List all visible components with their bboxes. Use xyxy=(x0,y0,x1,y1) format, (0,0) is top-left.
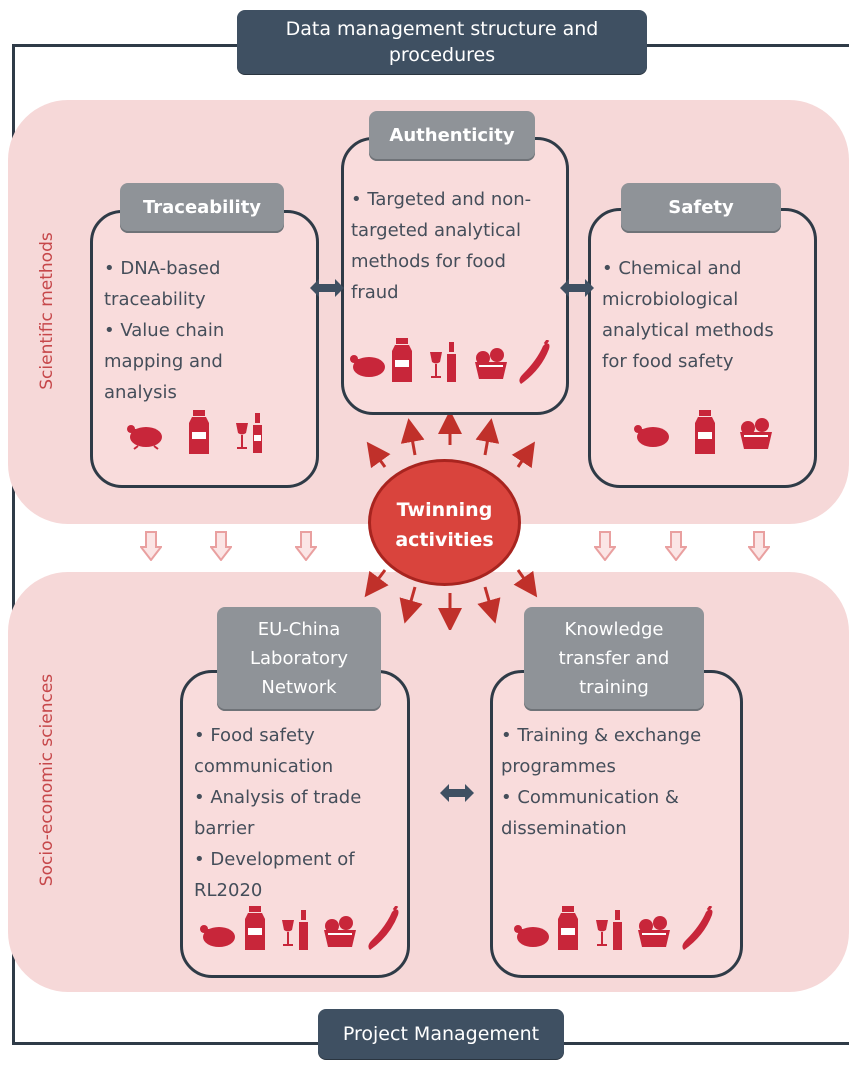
chili-icon xyxy=(368,906,399,950)
milk-icon xyxy=(695,410,715,454)
arrow-down xyxy=(364,569,389,598)
text-line: • Development of xyxy=(194,849,355,870)
vegetables-icon xyxy=(740,418,772,449)
chicken-icon xyxy=(514,925,549,947)
traceability-text: • DNA-based traceability • Value chain m… xyxy=(104,253,309,408)
eu-china-title: EU-China Laboratory Network xyxy=(217,607,381,711)
text-line: • Communication & xyxy=(501,787,679,808)
center-line-1: Twinning xyxy=(396,499,493,521)
down-arrow-icon xyxy=(210,531,232,561)
title-line: Laboratory xyxy=(249,648,349,669)
scientific-methods-label: Scientific methods xyxy=(37,232,57,390)
chicken-icon xyxy=(350,355,385,377)
title-line: transfer and xyxy=(558,648,670,669)
text-line: analysis xyxy=(104,382,177,403)
text-line: • Food safety xyxy=(194,725,315,746)
text-line: traceability xyxy=(104,289,206,310)
text-line: • DNA-based xyxy=(104,258,221,279)
text-line: microbiological xyxy=(602,289,739,310)
knowledge-title: Knowledge transfer and training xyxy=(524,607,704,711)
arrow-up xyxy=(366,441,391,469)
milk-icon xyxy=(245,906,265,950)
project-management-footer: Project Management xyxy=(318,1009,564,1059)
title-line: EU-China xyxy=(257,619,341,640)
title-line: Network xyxy=(261,677,337,698)
arrow-down xyxy=(477,586,501,624)
text-line: for food safety xyxy=(602,351,734,372)
text-line: • Value chain xyxy=(104,320,225,341)
down-arrow-icon xyxy=(140,531,162,561)
vegetables-icon xyxy=(638,916,670,947)
title-line: Knowledge xyxy=(564,619,664,640)
arrow-up xyxy=(511,441,535,469)
eu-china-text: • Food safety communication • Analysis o… xyxy=(194,720,402,906)
header-line-1: Data management structure and xyxy=(285,18,599,40)
radiating-arrows xyxy=(364,415,538,630)
double-arrow-icon xyxy=(440,784,474,802)
double-arrow-icon xyxy=(560,279,594,297)
text-line: • Chemical and xyxy=(602,258,742,279)
milk-icon xyxy=(392,338,412,382)
milk-icon xyxy=(558,906,578,950)
wine-icon xyxy=(596,910,622,950)
text-line: mapping and xyxy=(104,351,223,372)
text-line: communication xyxy=(194,756,334,777)
knowledge-text: • Training & exchange programmes • Commu… xyxy=(501,720,733,844)
chicken-icon xyxy=(200,925,235,947)
wine-icon xyxy=(430,342,456,382)
down-arrow-icon xyxy=(665,531,687,561)
text-line: dissemination xyxy=(501,818,627,839)
wine-icon xyxy=(236,413,262,453)
arrow-down xyxy=(513,569,538,598)
data-management-header: Data management structure and procedures xyxy=(237,10,647,74)
text-line: analytical methods xyxy=(602,320,774,341)
text-line: • Targeted and non- xyxy=(351,189,532,210)
text-line: • Analysis of trade xyxy=(194,787,362,808)
chili-icon xyxy=(682,906,713,950)
double-arrow-icon xyxy=(310,279,344,297)
authenticity-text: • Targeted and non- targeted analytical … xyxy=(351,184,561,308)
safety-text: • Chemical and microbiological analytica… xyxy=(602,253,807,377)
down-arrow-icon xyxy=(295,531,317,561)
arrow-up xyxy=(400,418,425,456)
chicken-icon xyxy=(634,425,669,447)
text-line: RL2020 xyxy=(194,880,263,901)
wine-icon xyxy=(282,910,308,950)
safety-title: Safety xyxy=(621,183,781,233)
twinning-activities-ellipse: Twinning activities xyxy=(368,459,521,586)
authenticity-title: Authenticity xyxy=(369,111,535,161)
text-line: targeted analytical xyxy=(351,220,522,241)
text-line: programmes xyxy=(501,756,616,777)
title-line: training xyxy=(579,677,649,698)
down-arrow-icon xyxy=(748,531,770,561)
text-line: methods for food xyxy=(351,251,506,272)
milk-icon xyxy=(189,410,209,454)
traceability-title: Traceability xyxy=(120,183,284,233)
text-line: barrier xyxy=(194,818,255,839)
arrow-up xyxy=(475,418,500,456)
vegetables-icon xyxy=(475,348,507,379)
down-arrow-icon xyxy=(594,531,616,561)
header-line-2: procedures xyxy=(388,44,496,66)
socio-economic-label: Socio-economic sciences xyxy=(37,673,57,887)
vegetables-icon xyxy=(324,916,356,947)
text-line: • Training & exchange xyxy=(501,725,702,746)
arrow-down xyxy=(399,586,423,624)
chili-icon xyxy=(519,340,550,384)
chicken-icon xyxy=(127,425,162,450)
text-line: fraud xyxy=(351,282,399,303)
center-line-2: activities xyxy=(395,529,494,551)
